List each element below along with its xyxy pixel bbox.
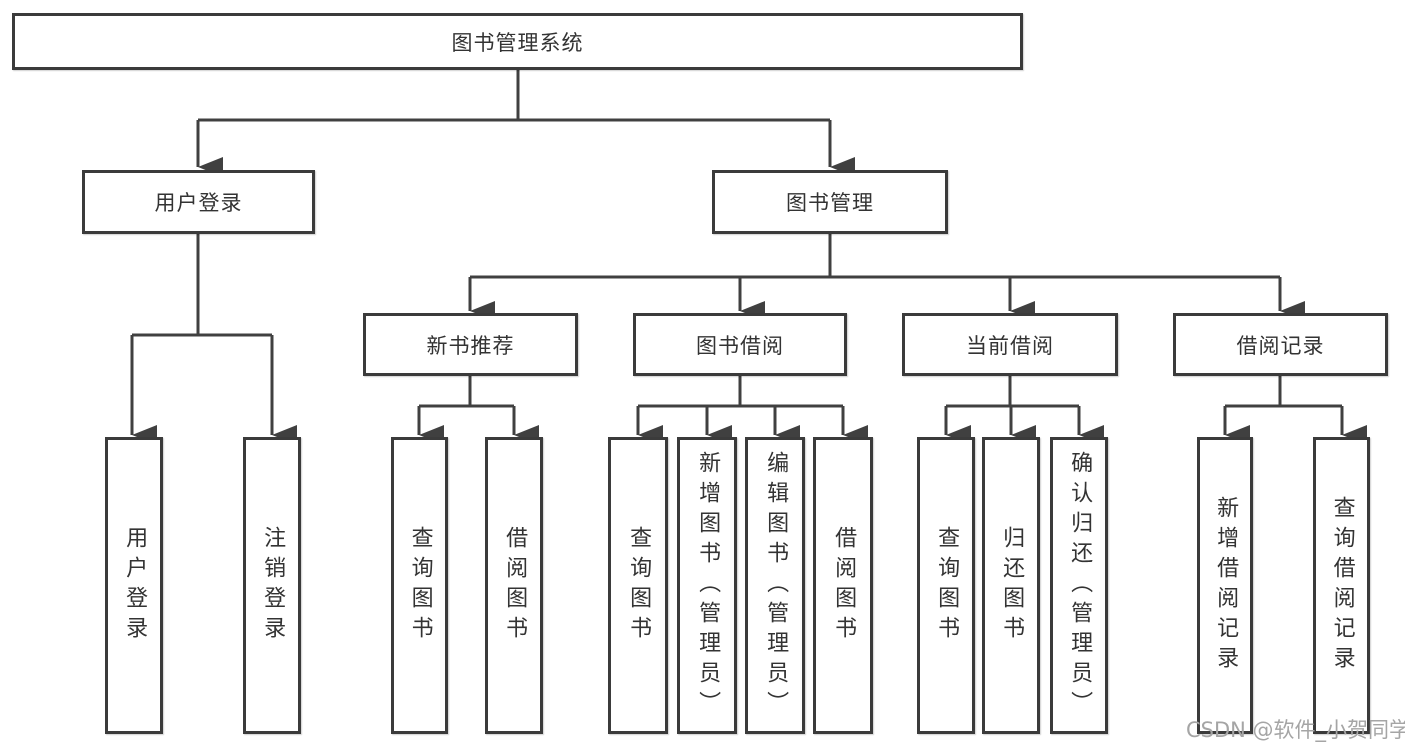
node-borrow-books-recommendation: 借阅图书	[485, 437, 543, 734]
node-query-books-current: 查询图书	[917, 437, 975, 734]
node-edit-books-admin: 编辑图书（管理员）	[745, 437, 805, 734]
node-return-books: 归还图书	[982, 437, 1040, 734]
node-label: 新增借阅记录	[1213, 495, 1239, 676]
node-label: 借阅图书	[502, 525, 528, 646]
node-query-borrow-record: 查询借阅记录	[1313, 437, 1370, 734]
node-user-login: 用户登录	[82, 170, 315, 234]
node-label: 图书借阅	[696, 333, 784, 358]
node-book-management: 图书管理	[712, 170, 948, 234]
node-book-borrowing: 图书借阅	[633, 313, 847, 376]
node-label: 新书推荐	[426, 333, 515, 358]
node-query-books-borrowing: 查询图书	[608, 437, 668, 734]
node-label: 查询借阅记录	[1329, 495, 1355, 676]
node-label: 用户登录	[154, 191, 243, 215]
node-label: 当前借阅	[966, 333, 1054, 358]
node-new-book-recommendation: 新书推荐	[363, 313, 578, 376]
watermark-text: CSDN @软件_小贺同学	[1186, 718, 1405, 742]
node-library-management-system: 图书管理系统	[12, 13, 1023, 70]
node-label: 用户登录	[122, 525, 148, 646]
node-label: 查询图书	[407, 525, 433, 646]
node-current-borrowing: 当前借阅	[902, 313, 1118, 376]
node-label: 新增图书（管理员）	[695, 450, 721, 721]
node-confirm-return-admin: 确认归还（管理员）	[1050, 437, 1108, 734]
node-label: 借阅图书	[831, 525, 857, 646]
node-query-books-recommendation: 查询图书	[391, 437, 448, 734]
node-label: 归还图书	[999, 525, 1025, 646]
node-borrowing-records: 借阅记录	[1173, 313, 1388, 376]
node-label: 查询图书	[626, 525, 652, 646]
node-add-books-admin: 新增图书（管理员）	[677, 437, 737, 734]
node-logout: 注销登录	[243, 437, 301, 734]
node-label: 借阅记录	[1236, 333, 1325, 358]
node-label: 注销登录	[260, 525, 286, 646]
node-label: 编辑图书（管理员）	[763, 450, 789, 721]
node-label: 图书管理系统	[451, 30, 584, 55]
node-label: 确认归还（管理员）	[1067, 450, 1093, 721]
node-label: 图书管理	[786, 191, 874, 215]
node-add-borrow-record: 新增借阅记录	[1197, 437, 1253, 734]
node-borrow-books-leaf: 借阅图书	[813, 437, 873, 734]
node-user-login-leaf: 用户登录	[105, 437, 163, 734]
node-label: 查询图书	[934, 525, 960, 646]
